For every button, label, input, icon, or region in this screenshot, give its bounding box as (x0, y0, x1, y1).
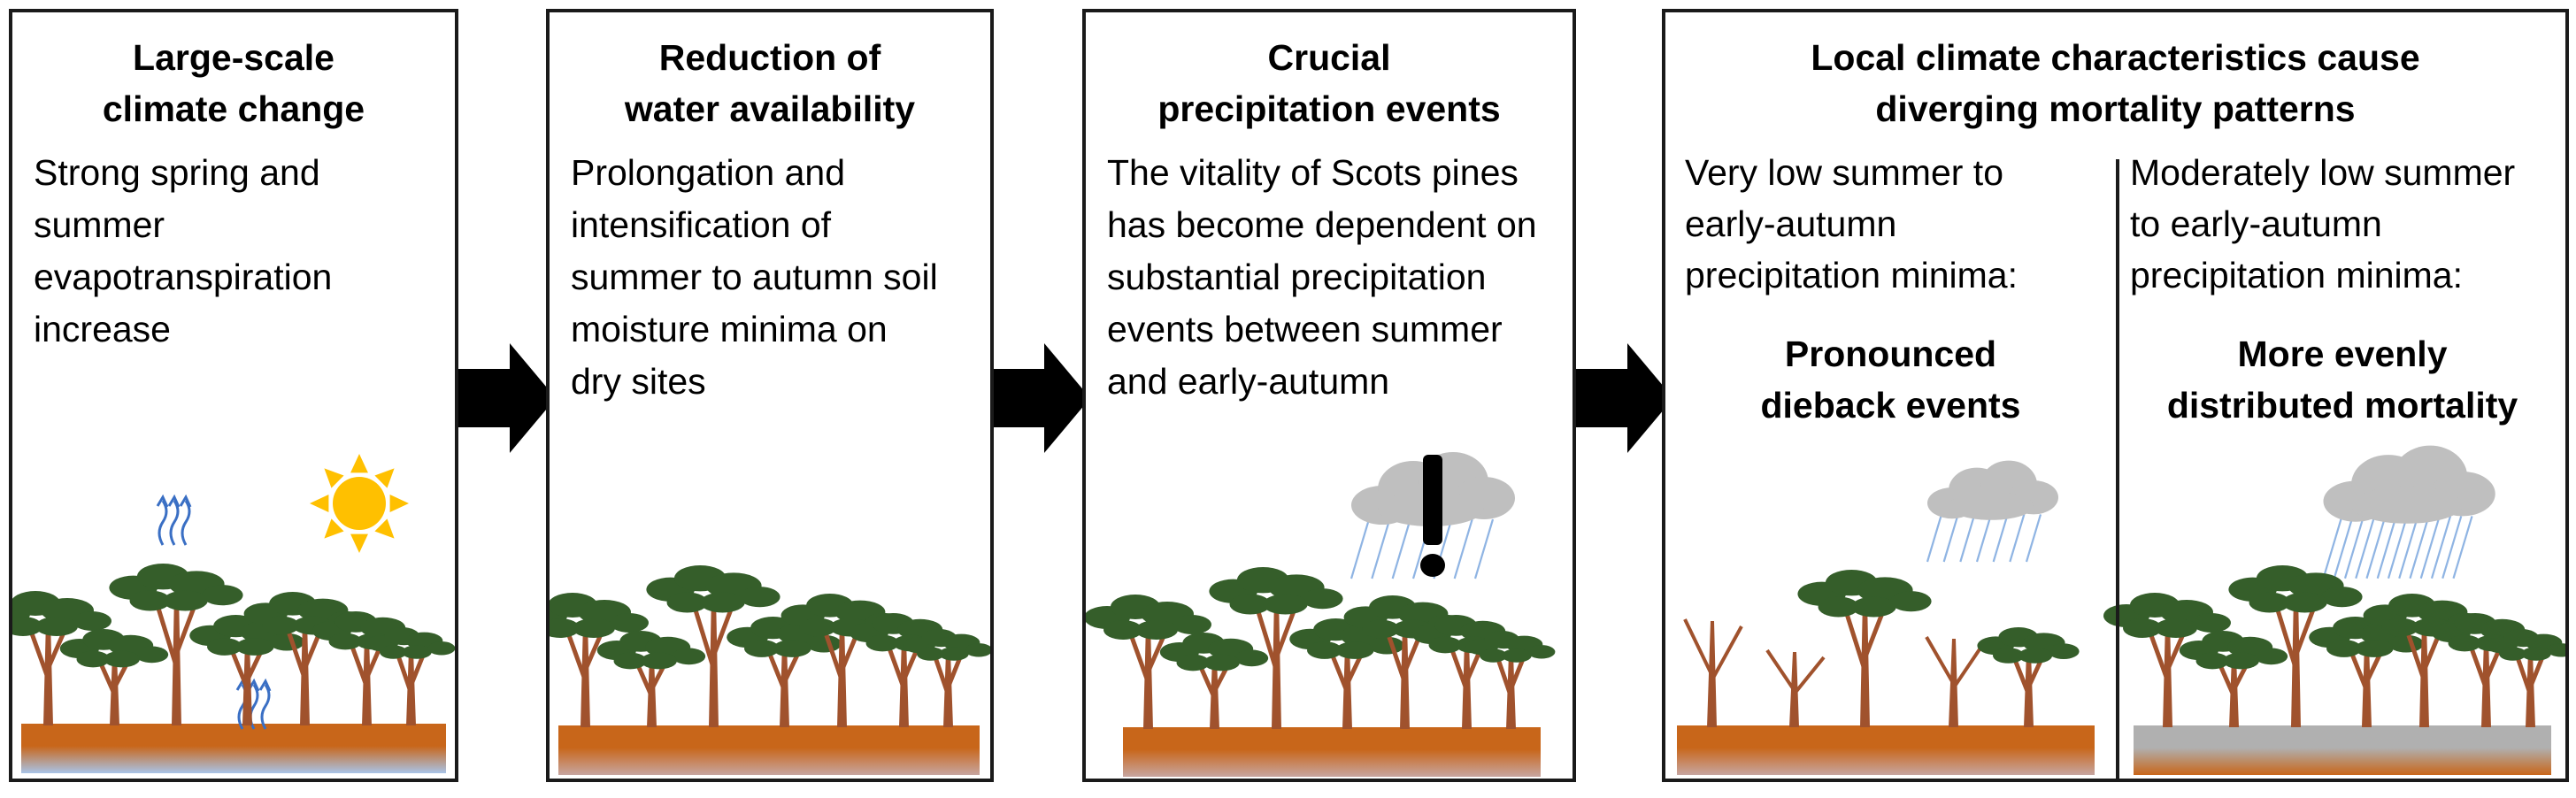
panel-water-availability: Reduction of water availability Prolonga… (546, 9, 994, 782)
pine-tree (1289, 618, 1404, 729)
pine-tree (59, 629, 169, 725)
pine-tree (2228, 565, 2363, 727)
pine-tree (2103, 593, 2231, 727)
pine-tree (1086, 595, 1211, 729)
panel-climate-change: Large-scale climate change Strong spring… (9, 9, 458, 782)
ground (1123, 727, 1541, 777)
dead-tree (1925, 636, 1985, 727)
ground (558, 725, 980, 775)
pine-tree (780, 594, 903, 727)
pine-tree (243, 592, 365, 725)
ground (2134, 725, 2551, 775)
divider (2116, 159, 2119, 779)
pine-tree (1977, 627, 2080, 727)
pine-tree (365, 627, 455, 725)
pine-tree (12, 591, 111, 725)
panel-text: Prolongation and intensification of summ… (571, 152, 938, 402)
forest-scene (550, 565, 990, 775)
exclamation-icon (1420, 455, 1445, 577)
pine-tree (903, 629, 990, 727)
pine-tree (1797, 570, 1932, 727)
dead-tree (1765, 648, 1826, 727)
forest-scene (12, 454, 455, 773)
panel-text: Strong spring and summer evapotranspirat… (34, 152, 333, 349)
pine-tree (1343, 595, 1465, 729)
evaporation-arrows-icon (235, 678, 272, 730)
flow-arrow-icon (1576, 343, 1673, 453)
pine-tree (109, 564, 243, 725)
panel-title: Large-scale climate change (102, 37, 365, 129)
left-case-outcome: Pronounced dieback events (1760, 334, 2021, 426)
pine-tree (1159, 633, 1269, 729)
dead-tree (1683, 618, 1743, 727)
panel-title: Crucial precipitation events (1157, 37, 1501, 129)
panel-title: Reduction of water availability (624, 37, 916, 129)
forest-scene (1086, 452, 1556, 777)
pine-tree (550, 593, 649, 727)
right-case-text: Moderately low summer to early-autumn pr… (2130, 152, 2516, 295)
rain-cloud-icon (1926, 460, 2058, 563)
sun-icon (310, 454, 409, 553)
pine-tree (1411, 615, 1521, 729)
evaporation-arrows-icon (156, 494, 192, 546)
panel-text: The vitality of Scots pines has become d… (1107, 152, 1537, 402)
pine-tree (2309, 617, 2424, 727)
ground (1677, 725, 2095, 775)
forest-scene (1677, 445, 2565, 775)
panel-mortality-patterns: Local climate characteristics cause dive… (1662, 9, 2569, 782)
left-case-text: Very low summer to early-autumn precipit… (1685, 152, 2018, 295)
flow-arrow-icon (993, 343, 1090, 453)
pine-tree (1465, 631, 1556, 729)
pine-tree (1209, 567, 1343, 729)
right-case-outcome: More evenly distributed mortality (2166, 334, 2518, 426)
ground (21, 724, 446, 773)
pine-tree (2179, 631, 2288, 727)
flow-arrow-icon (458, 343, 556, 453)
pine-tree (2485, 629, 2565, 727)
rain-cloud-icon (2322, 445, 2495, 579)
pine-tree (596, 631, 706, 727)
panel-precipitation-events: Crucial precipitation events The vitalit… (1082, 9, 1576, 782)
pine-tree (2363, 594, 2485, 727)
pine-tree (646, 565, 780, 727)
panel-title: Local climate characteristics cause dive… (1811, 37, 2420, 129)
